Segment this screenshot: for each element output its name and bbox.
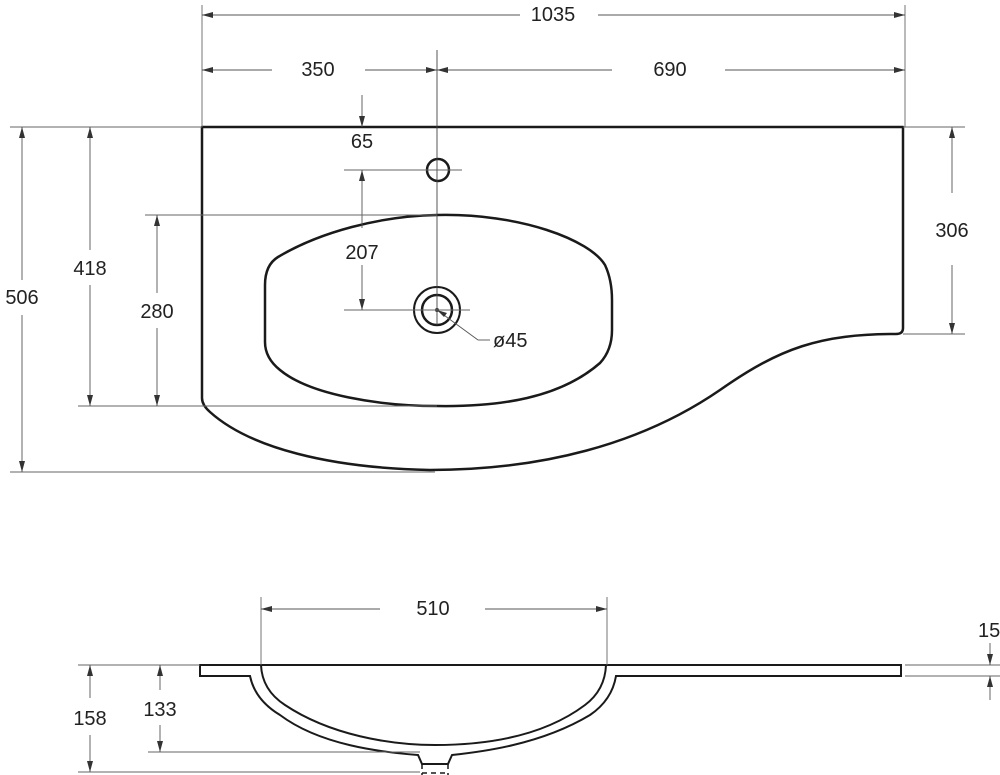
basin-outline [263,213,614,408]
dim-label-690: 690 [653,59,686,81]
dim-label-diameter: ø45 [493,330,527,352]
dim-label-158: 158 [73,708,106,730]
section-view: 510 15 133 158 [73,597,1000,775]
dim-tap-from-edge: 65 [351,95,373,153]
dim-label-510: 510 [416,598,449,620]
dim-bowl-depth: 280 [140,215,174,406]
dim-label-280: 280 [140,301,173,323]
dim-bowl-front-depth: 418 [73,127,107,406]
dim-label-65: 65 [351,131,373,153]
section-outline [199,664,902,765]
dim-label-418: 418 [73,258,106,280]
dim-label-306: 306 [935,220,968,242]
dim-right-width: 690 [437,59,905,81]
dim-label-207: 207 [345,242,378,264]
dim-overall-depth: 506 [5,127,39,472]
section-inner-bowl [260,664,607,747]
dim-label-133: 133 [143,699,176,721]
dim-tap-offset: 350 [202,59,437,81]
dim-total-height: 158 [73,665,107,772]
dim-label-350: 350 [301,59,334,81]
dim-bowl-width: 510 [261,598,607,620]
dim-slab-thickness: 15 [978,620,1000,700]
dim-tap-to-drain: 207 [344,169,470,311]
dim-overall-width: 1035 [202,4,905,26]
dim-drain-diameter: ø45 [436,309,527,352]
dim-label-1035: 1035 [531,4,576,26]
top-view: 1035 350 690 65 [5,4,969,473]
dim-inner-depth: 133 [143,665,177,752]
dim-label-506: 506 [5,287,38,309]
dim-label-15: 15 [978,620,1000,642]
dim-right-depth: 306 [903,126,969,335]
countertop-outline [200,125,905,472]
